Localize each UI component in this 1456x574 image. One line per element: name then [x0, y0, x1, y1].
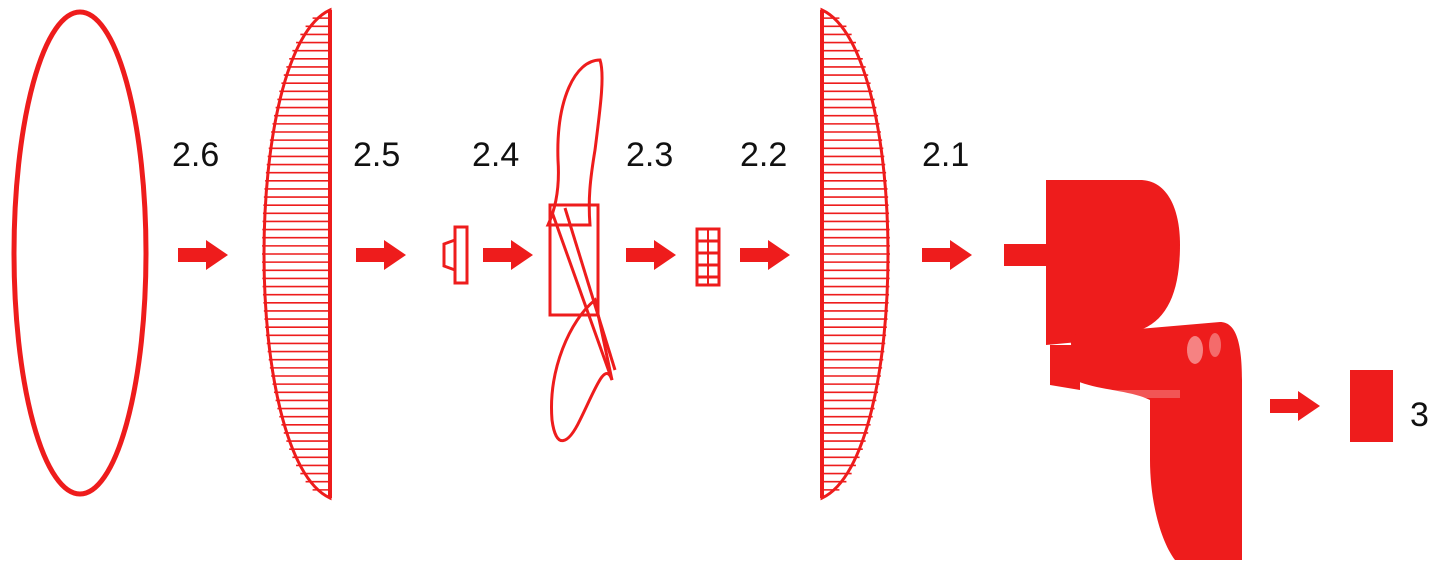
part-label-2-2: 2.2	[740, 136, 788, 174]
part-label-2-4: 2.4	[472, 136, 520, 174]
bracket-icon	[1350, 370, 1393, 442]
arrow-right-icon	[626, 240, 676, 270]
part-label-2-1: 2.1	[922, 136, 970, 174]
arrow-right-icon	[1270, 391, 1320, 421]
part-label-2-5: 2.5	[353, 136, 401, 174]
motor-housing-icon	[1004, 180, 1242, 560]
part-label-2-3: 2.3	[626, 136, 674, 174]
arrow-right-icon	[922, 240, 972, 270]
rear-grille-icon	[820, 7, 890, 501]
front-grille-icon	[262, 7, 332, 501]
part-label-3: 3	[1410, 396, 1429, 434]
front-ring-icon	[11, 9, 149, 497]
fan-blade-icon	[545, 58, 617, 443]
spinner-cap-icon	[442, 225, 469, 285]
rear-nut-icon	[695, 227, 721, 287]
arrow-right-icon	[178, 240, 228, 270]
arrow-right-icon	[356, 240, 406, 270]
arrow-right-icon	[483, 240, 533, 270]
part-label-2-6: 2.6	[172, 136, 220, 174]
arrow-right-icon	[740, 240, 790, 270]
